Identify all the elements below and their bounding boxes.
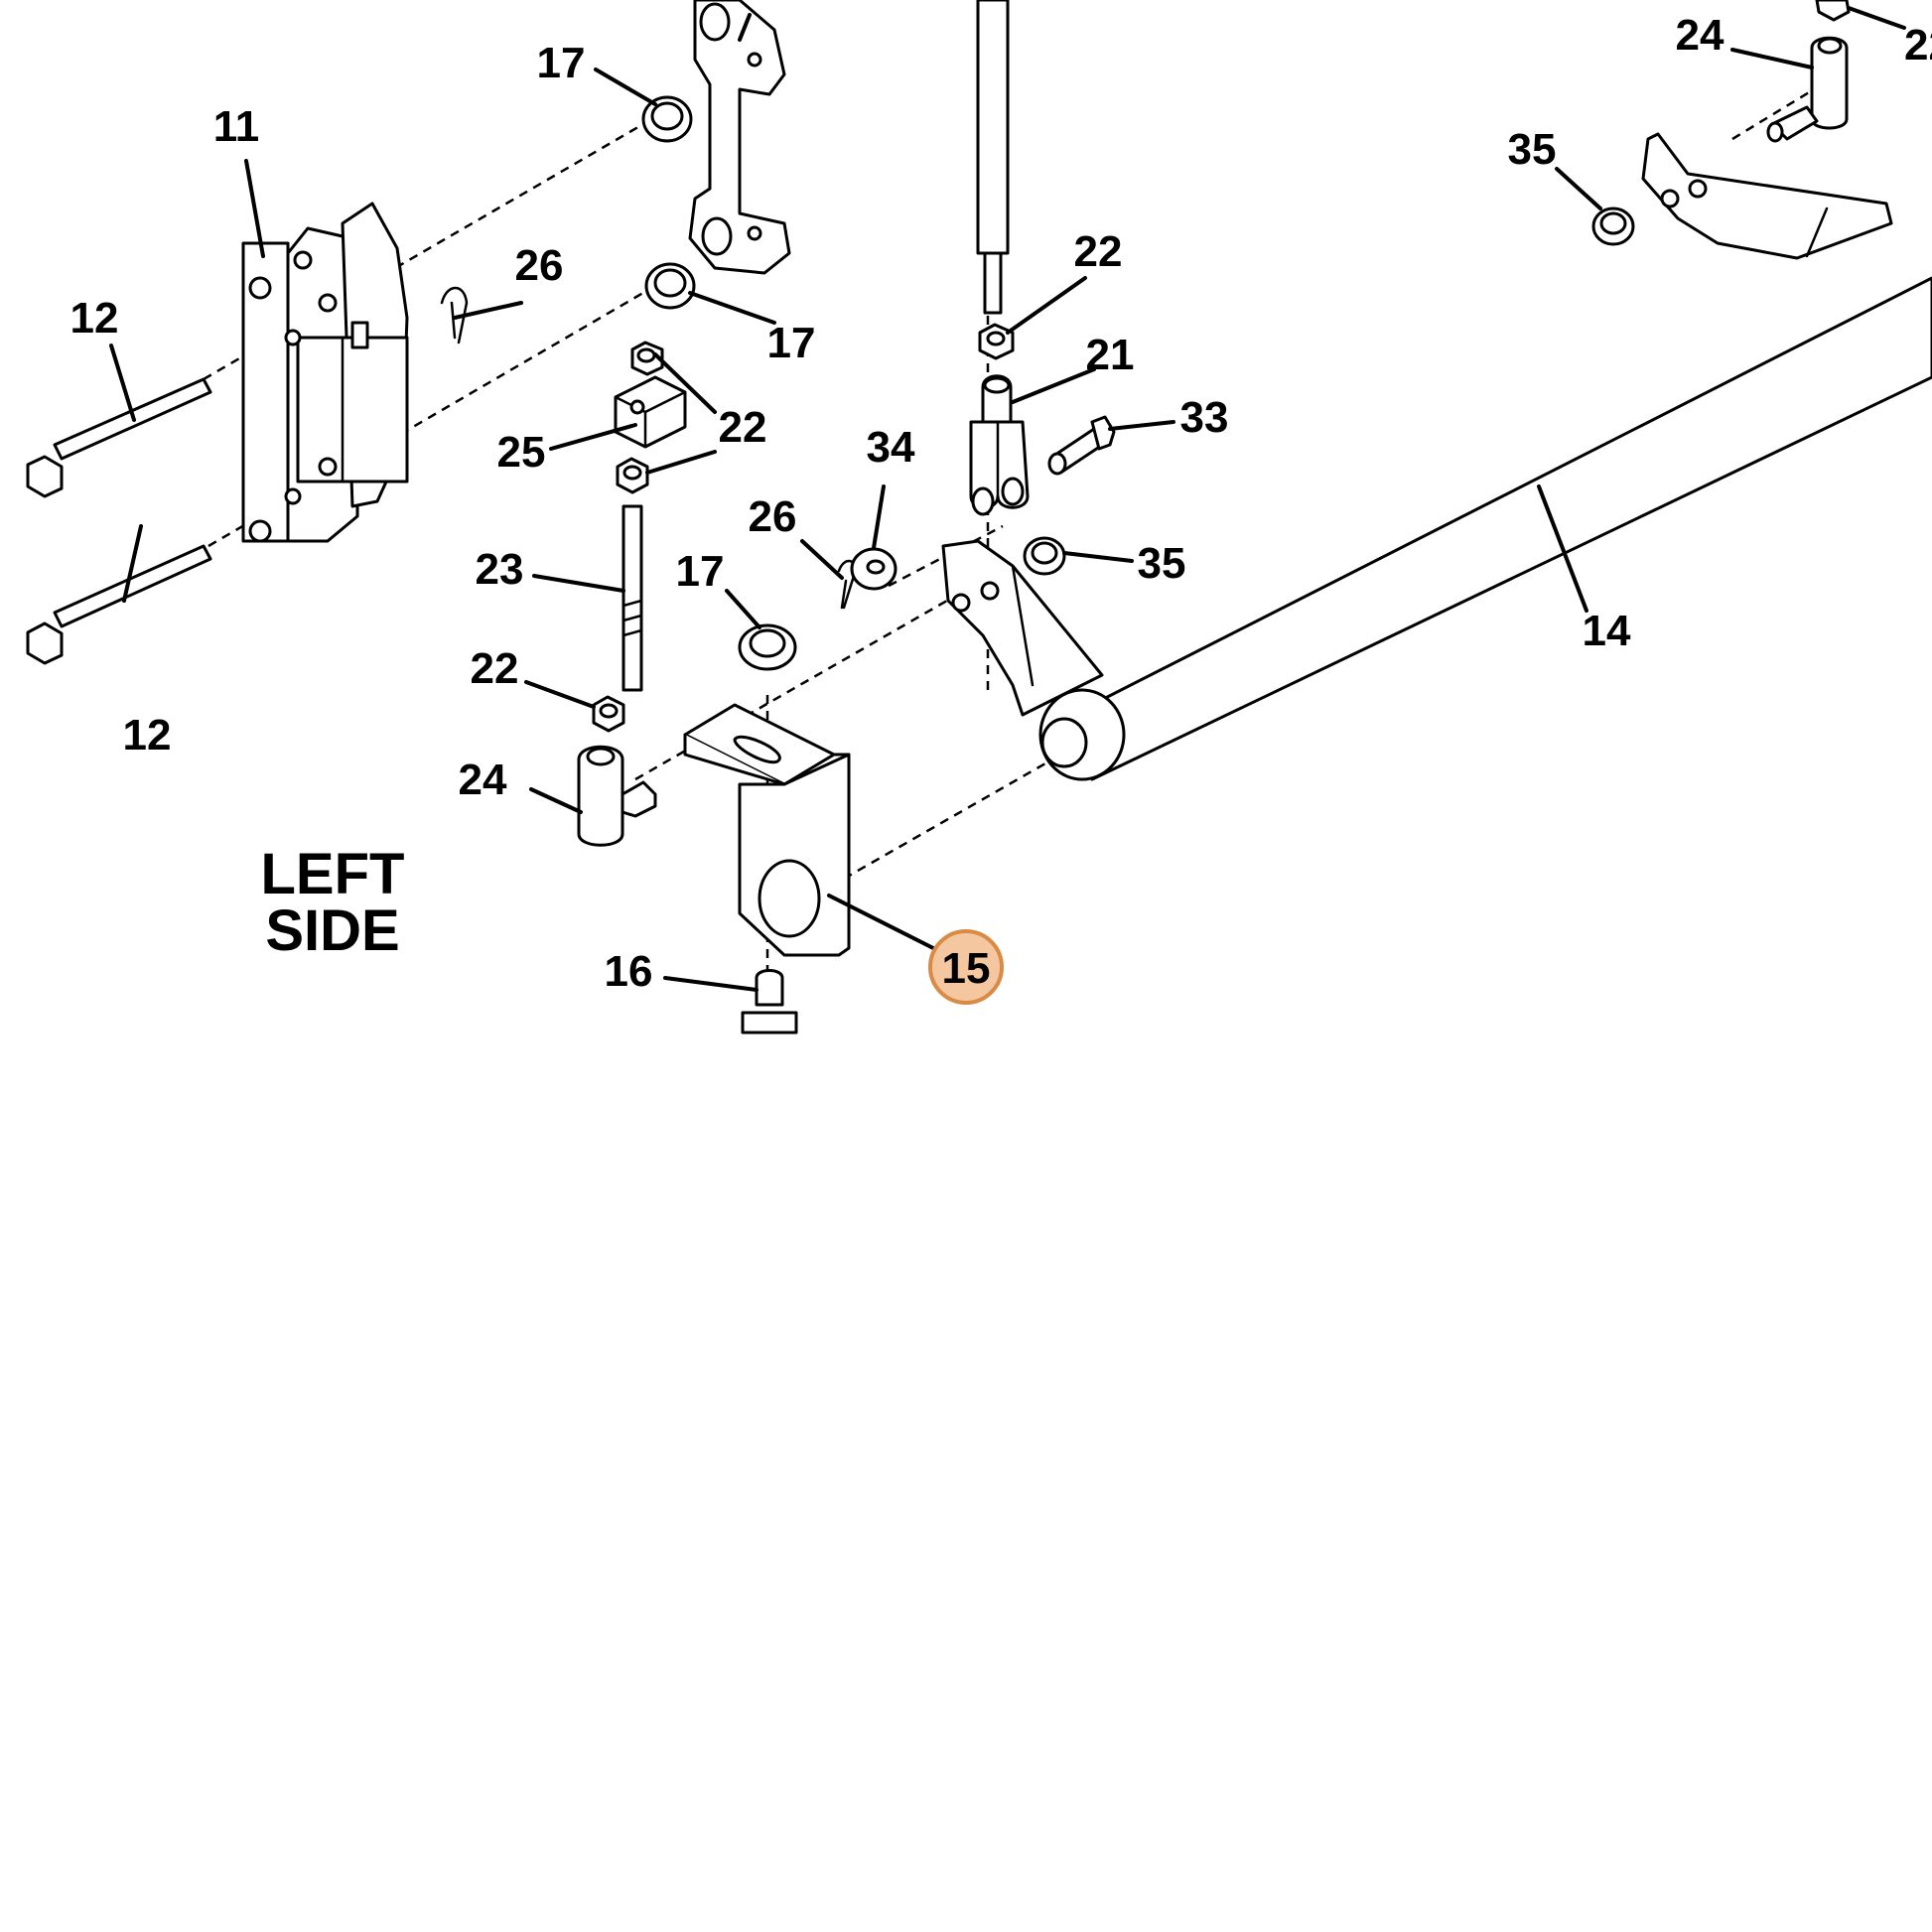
side-label: LEFT SIDE xyxy=(261,842,405,963)
part-35-lock-nut-upper xyxy=(1591,207,1635,246)
leader-lines xyxy=(109,6,1906,992)
part-24-pivot-left xyxy=(577,745,657,847)
part-21-clevis xyxy=(969,374,1030,516)
part-22-nut-a xyxy=(630,341,664,376)
part-22-nut-e xyxy=(1815,0,1851,22)
part-11-hinge-bracket xyxy=(241,202,409,543)
part-12-bolt-upper xyxy=(26,377,212,498)
part-34-washer xyxy=(850,547,897,591)
callout-24-right: 24 xyxy=(1676,11,1725,60)
part-23-threaded-rod xyxy=(621,504,643,692)
callout-23: 23 xyxy=(476,545,524,594)
callout-15: 15 xyxy=(942,944,991,993)
callout-21: 21 xyxy=(1086,331,1135,379)
callout-15-highlight[interactable]: 15 xyxy=(928,929,1004,1005)
part-15-bracket xyxy=(683,703,851,957)
part-35-lock-nut-lower xyxy=(1023,536,1066,576)
part-22-nut-c xyxy=(592,695,625,733)
callout-22-e: 22 xyxy=(1904,21,1932,69)
callout-12-upper: 12 xyxy=(70,294,119,343)
callout-15-marker[interactable] xyxy=(928,929,1004,1005)
callout-33: 33 xyxy=(1180,393,1229,442)
side-label-line1: LEFT xyxy=(261,842,405,906)
part-17-flange-nut-lower xyxy=(738,623,797,671)
callout-22-a: 22 xyxy=(719,403,767,452)
callout-22-c: 22 xyxy=(471,644,519,693)
part-22-nut-d xyxy=(978,323,1015,360)
part-17-flange-nut-upper xyxy=(641,95,693,143)
callout-35-lower: 35 xyxy=(1138,539,1186,588)
callout-26-lower: 26 xyxy=(749,492,797,541)
callout-34: 34 xyxy=(867,423,915,472)
part-12-bolt-lower xyxy=(26,544,212,665)
callout-16: 16 xyxy=(605,947,653,996)
callout-26-upper: 26 xyxy=(515,241,564,290)
part-16-pin xyxy=(741,969,798,1035)
callout-17-lower: 17 xyxy=(676,547,725,596)
callout-35-upper: 35 xyxy=(1508,125,1557,174)
callout-12-lower: 12 xyxy=(123,711,172,759)
callout-22-d: 22 xyxy=(1074,227,1123,276)
part-14-cross-shaft xyxy=(941,132,1932,781)
callout-labels: 11 12 12 17 17 17 26 26 22 25 23 22 24 1… xyxy=(70,11,1932,996)
part-26-clip-pin-upper xyxy=(440,286,469,345)
callout-14: 14 xyxy=(1583,607,1631,655)
part-22-nut-b xyxy=(616,457,649,494)
vertical-rod xyxy=(976,0,1010,315)
side-label-line2: SIDE xyxy=(265,898,399,963)
lift-plate xyxy=(688,0,791,275)
callout-11: 11 xyxy=(213,102,260,151)
part-17-flange-nut-middle xyxy=(644,262,696,310)
callout-24-left: 24 xyxy=(459,756,507,804)
callout-17-upper: 17 xyxy=(537,39,586,87)
part-33-clevis-pin xyxy=(1047,415,1116,476)
callout-17-middle: 17 xyxy=(767,319,816,367)
part-25-swivel-block xyxy=(614,375,687,449)
part-24-pivot-right xyxy=(1766,36,1849,143)
callout-25: 25 xyxy=(497,428,546,477)
